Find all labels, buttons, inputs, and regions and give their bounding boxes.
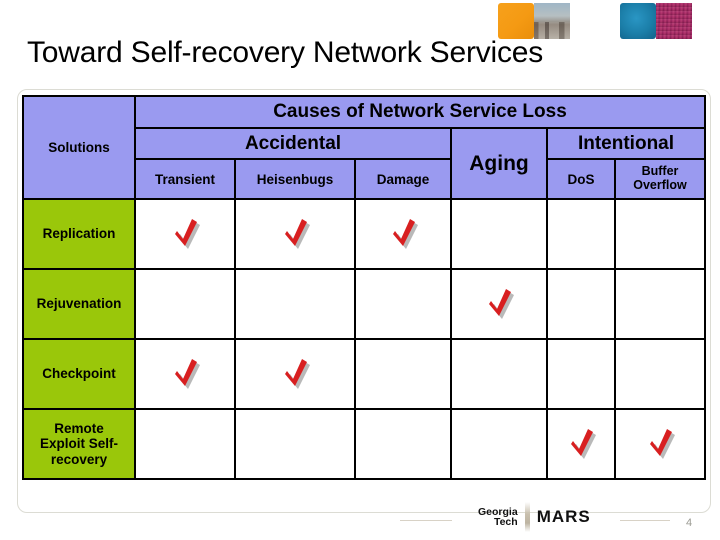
matrix-cell-r3-c5 xyxy=(614,408,706,480)
table-row: Rejuvenation xyxy=(22,268,706,340)
table-row: Replication xyxy=(22,198,706,270)
matrix-cell-r3-c0 xyxy=(134,408,236,480)
header-col-heisenbugs: Heisenbugs xyxy=(234,158,356,200)
matrix-cell-r0-c4 xyxy=(546,198,616,270)
footer-logos: Georgia Tech MARS xyxy=(478,502,591,532)
matrix-body: Replication Rejuvenation Checkpoin xyxy=(22,198,706,480)
table-row: Checkpoint xyxy=(22,338,706,410)
matrix-cell-r3-c3 xyxy=(450,408,548,480)
matrix-cell-r1-c0 xyxy=(134,268,236,340)
page-title: Toward Self-recovery Network Services xyxy=(27,36,544,69)
georgia-tech-line1: Georgia xyxy=(478,505,518,518)
header-group-intentional: Intentional xyxy=(546,127,706,160)
solution-label-1: Rejuvenation xyxy=(22,268,136,340)
page-number: 4 xyxy=(686,517,693,529)
header-col-dos: DoS xyxy=(546,158,616,200)
header-group-aging: Aging xyxy=(450,127,548,200)
table-header-row-3: Transient Heisenbugs Damage DoS Buffer O… xyxy=(23,158,706,200)
matrix-cell-r0-c5 xyxy=(614,198,706,270)
matrix-cell-r3-c4 xyxy=(546,408,616,480)
red-checkmark-icon xyxy=(562,422,600,462)
table-header-row-2: Accidental Aging Intentional xyxy=(23,127,706,200)
orange-tile xyxy=(498,3,534,39)
solution-label-line: Checkpoint xyxy=(42,366,116,382)
georgia-tech-logo: Georgia Tech xyxy=(478,505,518,528)
red-checkmark-icon xyxy=(384,212,422,252)
solution-label-line: Rejuvenation xyxy=(36,296,122,312)
matrix-cell-r1-c2 xyxy=(354,268,452,340)
red-checkmark-icon xyxy=(166,352,204,392)
buffer-overflow-line2: Overflow xyxy=(633,178,687,192)
blue-tile xyxy=(620,3,656,39)
matrix-cell-r1-c5 xyxy=(614,268,706,340)
matrix-cell-r2-c1 xyxy=(234,338,356,410)
matrix-cell-r1-c4 xyxy=(546,268,616,340)
matrix-cell-r2-c4 xyxy=(546,338,616,410)
footer-rule-right xyxy=(620,520,670,521)
header-col-buffer-overflow: Buffer Overflow xyxy=(614,158,706,200)
buffer-overflow-line1: Buffer xyxy=(641,164,679,179)
red-checkmark-icon xyxy=(276,352,314,392)
header-solutions: Solutions xyxy=(22,95,136,200)
matrix-cell-r2-c0 xyxy=(134,338,236,410)
red-checkmark-icon xyxy=(276,212,314,252)
solution-label-line: Replication xyxy=(42,226,116,242)
matrix-cell-r0-c0 xyxy=(134,198,236,270)
matrix-cell-r2-c2 xyxy=(354,338,452,410)
red-checkmark-icon xyxy=(480,282,518,322)
solution-label-line: Exploit Self- xyxy=(39,436,118,452)
matrix-cell-r0-c3 xyxy=(450,198,548,270)
matrix-cell-r1-c3 xyxy=(450,268,548,340)
header-col-damage: Damage xyxy=(354,158,452,200)
mars-logo: MARS xyxy=(536,507,591,526)
georgia-tech-line2: Tech xyxy=(493,516,518,528)
decorative-image-strip xyxy=(498,3,713,39)
red-checkmark-icon xyxy=(166,212,204,252)
matrix-cell-r3-c2 xyxy=(354,408,452,480)
magenta-tile xyxy=(656,3,692,39)
matrix-cell-r0-c2 xyxy=(354,198,452,270)
solution-label-line: recovery xyxy=(50,451,108,467)
header-group-accidental: Accidental xyxy=(134,127,452,160)
red-checkmark-icon xyxy=(641,422,679,462)
matrix-cell-r2-c3 xyxy=(450,338,548,410)
solutions-causes-matrix: Solutions Causes of Network Service Loss… xyxy=(22,95,706,480)
matrix-cell-r0-c1 xyxy=(234,198,356,270)
solution-label-line: Remote xyxy=(54,420,104,436)
logo-separator xyxy=(524,502,530,532)
solution-label-0: Replication xyxy=(22,198,136,270)
photo-tile xyxy=(534,3,570,39)
footer-rule-left xyxy=(400,520,452,521)
matrix-cell-r2-c5 xyxy=(614,338,706,410)
matrix-cell-r3-c1 xyxy=(234,408,356,480)
header-causes-group: Causes of Network Service Loss xyxy=(134,95,706,129)
header-col-transient: Transient xyxy=(134,158,236,200)
matrix-cell-r1-c1 xyxy=(234,268,356,340)
solution-label-2: Checkpoint xyxy=(22,338,136,410)
table-header-row-1: Solutions Causes of Network Service Loss xyxy=(22,95,706,200)
